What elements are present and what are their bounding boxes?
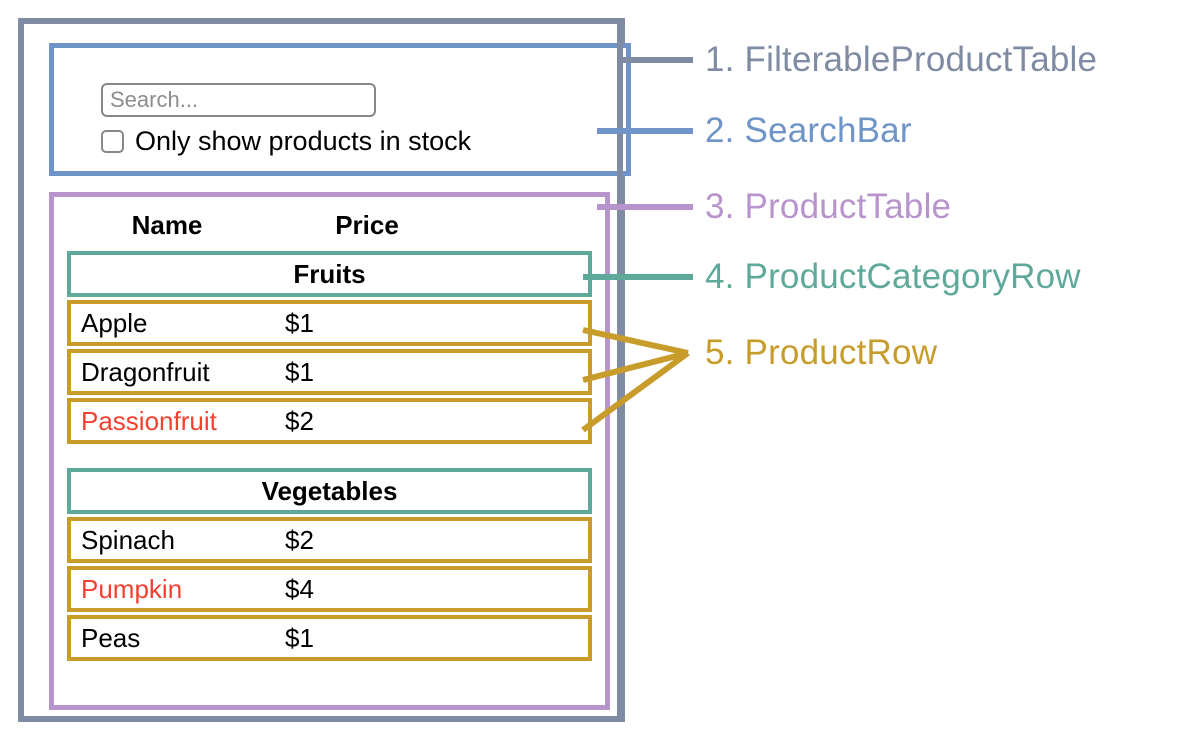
product-row: Spinach $2	[67, 517, 592, 563]
checkbox-icon[interactable]	[101, 130, 124, 153]
product-price: $4	[285, 573, 314, 604]
column-header-price: Price	[335, 209, 399, 240]
legend-name: FilterableProductTable	[744, 40, 1098, 79]
product-table-box: Name Price Fruits Apple $1 Dragonfruit $…	[49, 192, 610, 710]
product-row: Passionfruit $2	[67, 398, 592, 444]
legend-number: 2.	[705, 111, 735, 150]
legend-name: ProductCategoryRow	[744, 257, 1081, 296]
product-name: Pumpkin	[81, 573, 183, 604]
product-row: Peas $1	[67, 615, 592, 661]
search-bar-box: Only show products in stock	[49, 43, 631, 176]
legend-item-4: 4. ProductCategoryRow	[705, 257, 1081, 297]
search-input[interactable]	[101, 83, 376, 117]
product-price: $2	[285, 405, 314, 436]
legend-number: 4.	[705, 257, 735, 296]
product-row: Pumpkin $4	[67, 566, 592, 612]
group-spacer	[67, 447, 592, 468]
legend-item-2: 2. SearchBar	[705, 111, 912, 151]
legend-number: 5.	[705, 333, 735, 372]
legend-number: 3.	[705, 187, 735, 226]
legend-name: ProductTable	[744, 187, 952, 226]
product-row: Apple $1	[67, 300, 592, 346]
product-table-header: Name Price	[67, 204, 592, 246]
product-name: Passionfruit	[81, 405, 217, 436]
product-price: $1	[285, 622, 314, 653]
product-name: Dragonfruit	[81, 356, 210, 387]
legend-item-5: 5. ProductRow	[705, 333, 937, 373]
product-price: $1	[285, 307, 314, 338]
in-stock-filter-label: Only show products in stock	[135, 126, 472, 156]
product-price: $1	[285, 356, 314, 387]
filterable-product-table-box: Only show products in stock Name Price F…	[18, 18, 631, 722]
legend-item-3: 3. ProductTable	[705, 187, 951, 227]
legend-number: 1.	[705, 40, 735, 79]
product-category-row: Vegetables	[67, 468, 592, 514]
legend-name: SearchBar	[744, 111, 912, 150]
legend-name: ProductRow	[744, 333, 938, 372]
product-name: Peas	[81, 622, 141, 653]
product-row: Dragonfruit $1	[67, 349, 592, 395]
column-header-name: Name	[131, 209, 203, 240]
product-name: Apple	[81, 307, 148, 338]
product-table-rows: Fruits Apple $1 Dragonfruit $1 Passionfr…	[67, 251, 592, 664]
product-name: Spinach	[81, 524, 175, 555]
product-category-row: Fruits	[67, 251, 592, 297]
in-stock-filter-row[interactable]: Only show products in stock	[101, 128, 471, 155]
product-price: $2	[285, 524, 314, 555]
legend-item-1: 1. FilterableProductTable	[705, 40, 1097, 80]
